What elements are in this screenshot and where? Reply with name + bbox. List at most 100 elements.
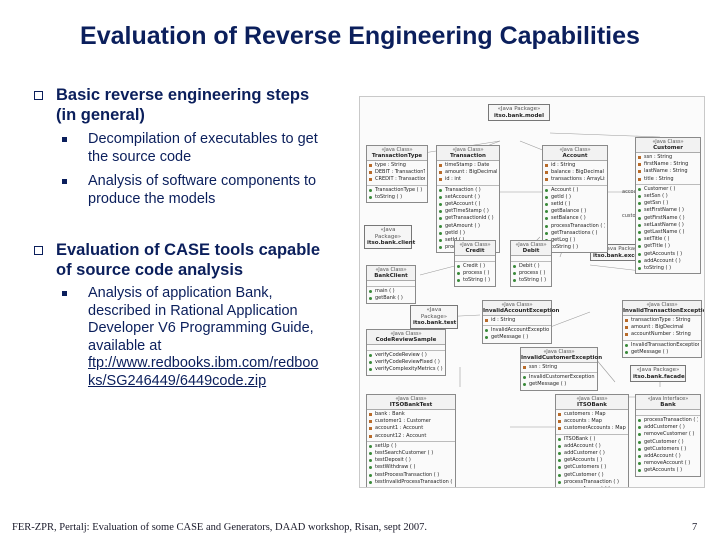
class-operation: testProcessTransaction ( ): [369, 472, 453, 479]
checkbox-bullet-icon: [34, 246, 43, 255]
class-name: Customer: [653, 145, 683, 151]
sub-bullet-line: available at: [88, 337, 162, 354]
class-operation: verifyCodeReviewFixed ( ): [369, 359, 443, 366]
sub-bullet-line: Analysis of application Bank,: [88, 285, 273, 301]
class-attribute: accountNumber : String: [625, 331, 699, 338]
class-operation: getAmount ( ): [439, 223, 497, 230]
package-client: «Java Package» itso.bank.client: [364, 225, 415, 249]
class-operation: testInvalidProcessTransaction ( ): [369, 479, 453, 486]
class-attributes: [511, 256, 551, 262]
class-name: ITSOBankTest: [389, 402, 433, 408]
class-operation: getCustomer ( ): [638, 439, 698, 446]
class-operation: Debit ( ): [513, 263, 549, 270]
class-operation: testDeposit ( ): [369, 457, 453, 464]
class-attribute: title : String: [638, 176, 698, 183]
class-operation: getId ( ): [545, 194, 605, 201]
sub-bullet-analysis: Analysis of software components to produ…: [62, 173, 352, 209]
class-attribute: account12 : Account: [369, 433, 453, 440]
sub-bullet-line: Developer V6 Programming Guide,: [88, 320, 314, 337]
class-operation: verifyComplexityMetrics ( ): [369, 366, 443, 373]
class-header: «Java Interface»Bank: [636, 395, 700, 410]
class-operation: getBank ( ): [369, 295, 413, 302]
class-name: Transaction: [450, 153, 486, 159]
class-attribute: type : String: [369, 162, 425, 169]
class-attribute: customer1 : Customer: [369, 418, 453, 425]
class-operation: Transaction ( ): [439, 187, 497, 194]
class-attribute: bank : Bank: [369, 411, 453, 418]
class-attribute: accounts : Map: [558, 418, 626, 425]
class-operation: ITSOBank ( ): [558, 436, 626, 443]
class-operation: verifyCodeReview ( ): [369, 352, 443, 359]
class-operation: Customer ( ): [638, 186, 698, 193]
class-attribute: customerAccounts : Map: [558, 425, 626, 432]
class-stereotype: «Java Class»: [452, 147, 484, 153]
class-stereotype: «Java Class»: [515, 242, 547, 248]
class-operation: toString ( ): [457, 277, 493, 284]
class-attribute: ssn : String: [523, 364, 595, 371]
class-stereotype: «Java Class»: [646, 302, 678, 308]
class-operation: setUp ( ): [369, 443, 453, 450]
class-operations: Account ( )getId ( )setId ( )getBalance …: [543, 186, 607, 253]
class-operation: getAccounts ( ): [558, 457, 626, 464]
class-operation: toString ( ): [369, 194, 425, 201]
package-facade: «Java Package» itso.bank.facade: [630, 365, 686, 382]
class-operation: Credit ( ): [457, 263, 493, 270]
sub-bullet-decompilation: Decompilation of executables to get the …: [62, 131, 352, 167]
square-bullet-icon: [62, 291, 67, 296]
class-operation: processTransaction ( ): [638, 417, 698, 424]
class-operation: getCustomers ( ): [638, 446, 698, 453]
class-operation: getTransactions ( ): [545, 230, 605, 237]
class-operations: verifyCodeReview ( )verifyCodeReviewFixe…: [367, 351, 445, 375]
class-header: «Java Class»TransactionType: [367, 146, 427, 161]
class-operation: addAccount ( ): [638, 453, 698, 460]
class-operation: removeAccount ( ): [558, 486, 626, 487]
class-operation: getMessage ( ): [625, 349, 699, 356]
class-name: Debit: [522, 248, 540, 254]
ftp-link[interactable]: ks/SG246449/6449code.zip: [88, 372, 267, 389]
class-stereotype: «Java Interface»: [647, 396, 689, 402]
class-operation: getAccounts ( ): [638, 251, 698, 258]
class-operation: setTitle ( ): [638, 236, 698, 243]
class-stereotype: «Java Class»: [459, 242, 491, 248]
class-attributes: [636, 410, 700, 416]
class-operations: setUp ( )testSearchCustomer ( )testDepos…: [367, 442, 455, 487]
checkbox-bullet-icon: [34, 91, 43, 100]
class-attribute: account1 : Account: [369, 425, 453, 432]
class-stereotype: «Java Class»: [559, 147, 591, 153]
class-operation: getSsn ( ): [638, 200, 698, 207]
class-header: «Java Class»InvalidCustomerException: [521, 348, 603, 363]
class-operation: InvalidCustomerException ( ): [523, 374, 595, 381]
class-operation: getFirstName ( ): [638, 215, 698, 222]
class-name: ITSOBank: [577, 402, 607, 408]
class-operation: setFirstName ( ): [638, 207, 698, 214]
class-operation: setBalance ( ): [545, 215, 605, 222]
class-name: InvalidAccountException: [483, 308, 560, 314]
class-operation: process ( ): [457, 270, 493, 277]
class-attribute: id : int: [439, 176, 497, 183]
class-header: «Java Class»ITSOBank: [556, 395, 628, 410]
ftp-link[interactable]: ftp://www.redbooks.ibm.com/redboo: [88, 355, 319, 372]
class-attribute: id : String: [485, 317, 549, 324]
class-operation: InvalidTransactionException ( ): [625, 342, 699, 349]
class-operation: process ( ): [513, 270, 549, 277]
class-header: «Java Class»Debit: [511, 241, 551, 256]
class-name: InvalidCustomerException: [521, 355, 603, 361]
class-name: BankClient: [374, 273, 408, 279]
class-name: Credit: [465, 248, 485, 254]
class-attribute: ssn : String: [638, 154, 698, 161]
class-operation: removeAccount ( ): [638, 460, 698, 467]
package-test: «Java Package» itso.bank.test: [410, 305, 458, 329]
class-operations: InvalidCustomerException ( )getMessage (…: [521, 373, 597, 389]
class-operation: getLastName ( ): [638, 229, 698, 236]
class-attribute: CREDIT : TransactionType: [369, 176, 425, 183]
class-operations: InvalidTransactionException ( )getMessag…: [623, 341, 701, 357]
